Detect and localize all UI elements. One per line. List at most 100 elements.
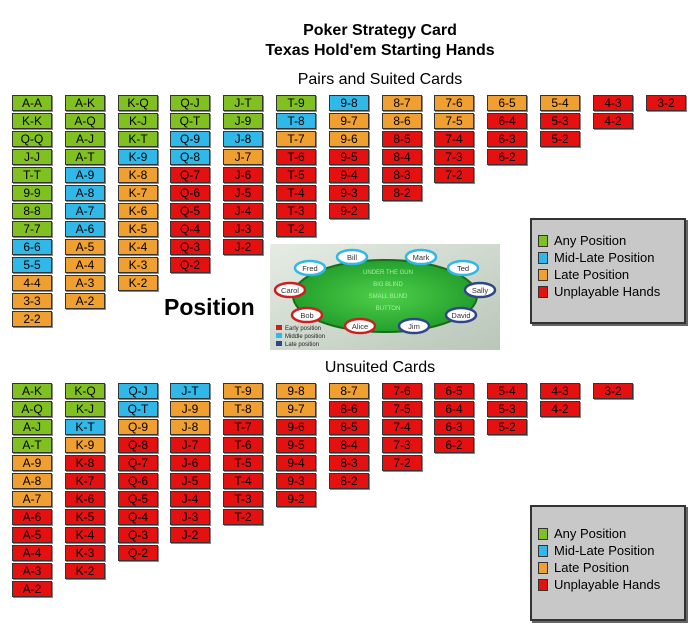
hand-cell: 3-3 bbox=[12, 293, 52, 309]
hand-cell: A-9 bbox=[65, 167, 105, 183]
hand-cell: 4-3 bbox=[540, 383, 580, 399]
hand-cell: 8-7 bbox=[329, 383, 369, 399]
legend-swatch bbox=[538, 527, 548, 540]
hand-cell: T-7 bbox=[223, 419, 263, 435]
hand-cell: Q-Q bbox=[12, 131, 52, 147]
hand-cell: A-T bbox=[65, 149, 105, 165]
legend-swatch bbox=[538, 578, 548, 591]
hand-cell: 4-4 bbox=[12, 275, 52, 291]
legend-label: Mid-Late Position bbox=[554, 543, 655, 558]
legend-item: Unplayable Hands bbox=[532, 576, 684, 593]
legend-item: Any Position bbox=[532, 232, 684, 249]
hand-cell: 5-5 bbox=[12, 257, 52, 273]
unsuited_grid-column: 3-2 bbox=[593, 383, 633, 401]
legend-label: Late Position bbox=[554, 560, 630, 575]
hand-cell: K-8 bbox=[65, 455, 105, 471]
legend-item: Late Position bbox=[532, 559, 684, 576]
legend-item: Unplayable Hands bbox=[532, 283, 684, 300]
hand-cell: 9-9 bbox=[12, 185, 52, 201]
hand-cell: A-4 bbox=[12, 545, 52, 561]
hand-cell: 9-6 bbox=[329, 131, 369, 147]
legend-swatch bbox=[538, 285, 548, 298]
hand-cell: J-3 bbox=[170, 509, 210, 525]
hand-cell: J-5 bbox=[170, 473, 210, 489]
seat-name: Carol bbox=[281, 286, 299, 295]
hand-cell: 3-2 bbox=[593, 383, 633, 399]
seat-fred: Fred bbox=[293, 259, 327, 277]
legend-swatch bbox=[538, 234, 548, 247]
hand-cell: A-6 bbox=[65, 221, 105, 237]
legend-item: Mid-Late Position bbox=[532, 542, 684, 559]
hand-cell: K-Q bbox=[118, 95, 158, 111]
hand-cell: 7-5 bbox=[434, 113, 474, 129]
hand-cell: K-J bbox=[118, 113, 158, 129]
hand-cell: 7-4 bbox=[382, 419, 422, 435]
seat-david: David bbox=[444, 306, 478, 324]
hand-cell: K-8 bbox=[118, 167, 158, 183]
table-text: UNDER THE GUN bbox=[363, 270, 413, 276]
hand-cell: A-2 bbox=[65, 293, 105, 309]
hand-cell: J-3 bbox=[223, 221, 263, 237]
hand-cell: 5-2 bbox=[487, 419, 527, 435]
position-key-swatch bbox=[276, 325, 282, 330]
hand-cell: J-4 bbox=[170, 491, 210, 507]
seat-name: Bob bbox=[300, 311, 313, 320]
hand-cell: A-7 bbox=[65, 203, 105, 219]
seat-carol: Carol bbox=[273, 281, 307, 299]
hand-cell: 8-6 bbox=[329, 401, 369, 417]
hand-cell: 5-4 bbox=[540, 95, 580, 111]
hand-cell: T-6 bbox=[223, 437, 263, 453]
hand-cell: K-6 bbox=[65, 491, 105, 507]
hand-cell: K-5 bbox=[65, 509, 105, 525]
legend-item: Mid-Late Position bbox=[532, 249, 684, 266]
hand-cell: A-K bbox=[65, 95, 105, 111]
hand-cell: J-9 bbox=[223, 113, 263, 129]
hand-cell: T-7 bbox=[276, 131, 316, 147]
hand-cell: T-T bbox=[12, 167, 52, 183]
legend-label: Unplayable Hands bbox=[554, 284, 661, 299]
hand-cell: K-3 bbox=[65, 545, 105, 561]
hand-cell: 4-2 bbox=[593, 113, 633, 129]
seat-name: Sally bbox=[472, 286, 489, 295]
hand-cell: K-K bbox=[12, 113, 52, 129]
hand-cell: T-8 bbox=[223, 401, 263, 417]
hand-cell: Q-3 bbox=[170, 239, 210, 255]
section-title-suited: Pairs and Suited Cards bbox=[297, 71, 463, 88]
seat-name: Ted bbox=[457, 264, 469, 273]
hand-cell: 5-4 bbox=[487, 383, 527, 399]
legend-label: Mid-Late Position bbox=[554, 250, 655, 265]
hand-cell: 5-3 bbox=[487, 401, 527, 417]
hand-cell: A-3 bbox=[65, 275, 105, 291]
hand-cell: Q-6 bbox=[118, 473, 158, 489]
hand-cell: A-A bbox=[12, 95, 52, 111]
unsuited_grid-column: 5-4 5-3 5-2 bbox=[487, 383, 527, 437]
position-key-label: Middle position bbox=[285, 334, 325, 340]
hand-cell: T-2 bbox=[276, 221, 316, 237]
hand-cell: 8-4 bbox=[329, 437, 369, 453]
hand-cell: A-6 bbox=[12, 509, 52, 525]
suited_grid-column: 3-2 bbox=[646, 95, 686, 113]
hand-cell: 7-4 bbox=[434, 131, 474, 147]
hand-cell: 8-8 bbox=[12, 203, 52, 219]
hand-cell: 9-4 bbox=[329, 167, 369, 183]
section-title-unsuited: Unsuited Cards bbox=[324, 359, 436, 376]
legend-item: Any Position bbox=[532, 525, 684, 542]
hand-cell: K-2 bbox=[118, 275, 158, 291]
hand-cell: J-7 bbox=[170, 437, 210, 453]
hand-cell: 6-4 bbox=[434, 401, 474, 417]
hand-cell: Q-J bbox=[170, 95, 210, 111]
hand-cell: Q-5 bbox=[118, 491, 158, 507]
hand-cell: 9-8 bbox=[329, 95, 369, 111]
hand-cell: A-J bbox=[12, 419, 52, 435]
hand-cell: J-2 bbox=[170, 527, 210, 543]
seat-name: Fred bbox=[302, 264, 317, 273]
hand-cell: 8-2 bbox=[382, 185, 422, 201]
